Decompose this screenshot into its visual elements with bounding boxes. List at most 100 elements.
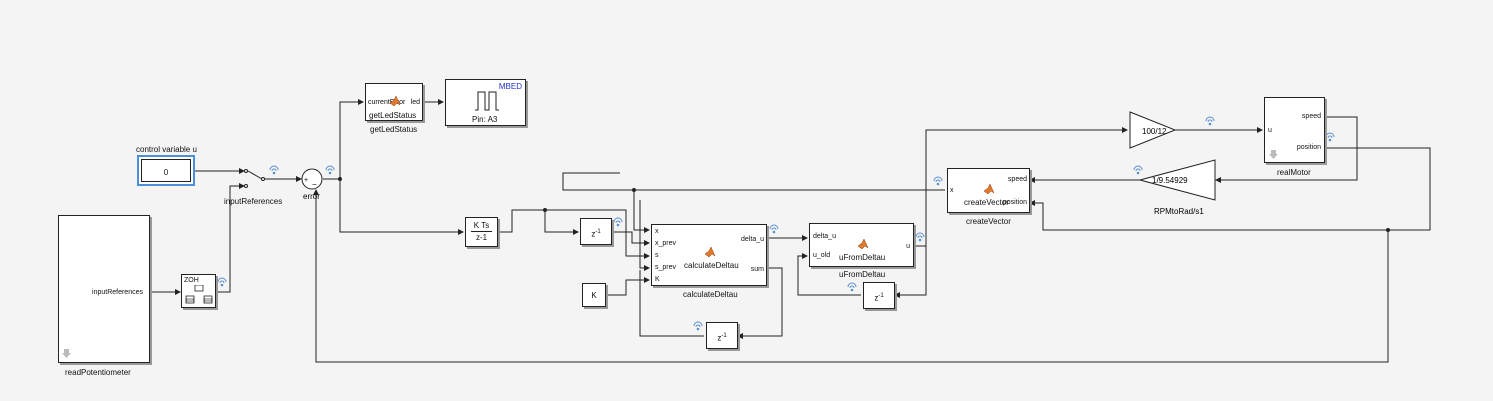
line-sprev — [639, 200, 650, 271]
branch-point-x — [632, 188, 636, 192]
constant-k-label: K — [591, 291, 597, 300]
control-variable-title: control variable u — [136, 145, 197, 154]
branch-point-error — [338, 177, 342, 181]
matlab-function-icon — [983, 183, 995, 195]
gain-100-12-block[interactable] — [1129, 111, 1177, 149]
ufrom-deltau-name: uFromDeltau — [839, 270, 886, 279]
line-position-to-createvector — [1029, 200, 1388, 231]
line-position-feedback — [313, 189, 1389, 363]
unit-delay-3-block[interactable]: z-1 — [706, 322, 738, 349]
constant-k-block[interactable]: K — [582, 283, 606, 307]
signal-logging-icon — [769, 224, 779, 234]
calculate-deltau-port-x: x — [655, 228, 659, 235]
calculate-deltau-port-k: K — [655, 276, 660, 283]
line-to-delay1 — [544, 210, 579, 235]
get-led-status-port-in: currentError — [368, 99, 406, 106]
signal-logging-icon — [915, 232, 925, 242]
integrator-fraction-bar — [471, 231, 492, 232]
mbed-pin-label: Pin: A3 — [472, 115, 498, 124]
unit-delay-2-block[interactable]: z-1 — [863, 282, 895, 309]
delay2-exponent: -1 — [878, 293, 884, 299]
read-potentiometer-block[interactable]: inputReferences — [58, 215, 150, 363]
branch-point-s — [543, 208, 547, 212]
delay1-exponent: -1 — [595, 229, 601, 235]
create-vector-port-speed: speed — [1007, 176, 1027, 183]
line-to-integrator — [339, 179, 464, 235]
block-menu-arrow-icon — [62, 349, 71, 358]
signal-logging-icon — [613, 217, 623, 227]
branch-point-position — [1386, 228, 1390, 232]
signal-lines — [150, 99, 1431, 363]
create-vector-block[interactable]: x speed position createVector — [947, 168, 1030, 213]
sum-block[interactable] — [301, 168, 323, 190]
sum-minus: − — [312, 180, 317, 189]
matlab-function-icon — [857, 238, 869, 250]
discrete-integrator-block[interactable]: K Ts z-1 — [465, 217, 498, 247]
get-led-status-port-out: led — [410, 99, 420, 106]
line-delay1-to-sprev — [612, 231, 650, 246]
calculate-deltau-port-sum: sum — [750, 266, 764, 273]
calculate-deltau-port-x-prev: x_prev — [655, 240, 677, 247]
line-position — [1325, 147, 1431, 231]
ufrom-deltau-block[interactable]: delta_u u_old u uFromDeltau — [809, 223, 914, 267]
input-references-switch-name[interactable]: inputReferences — [224, 197, 283, 206]
switch-contact-bottom — [244, 184, 248, 188]
signal-logging-icon — [933, 176, 943, 186]
calculate-deltau-port-s-prev: s_prev — [655, 264, 677, 271]
block-menu-arrow-icon — [1269, 150, 1278, 159]
real-motor-port-position: position — [1296, 144, 1321, 151]
delay3-label: z — [717, 333, 722, 343]
pulse-icon — [475, 91, 499, 111]
zoh-block[interactable]: ZOH — [181, 274, 216, 308]
signal-logging-icon — [1205, 116, 1215, 126]
zoh-icon — [185, 285, 213, 304]
create-vector-port-x: x — [950, 187, 954, 194]
calculate-deltau-port-s: s — [655, 252, 659, 259]
line-u-to-gain — [925, 127, 1128, 246]
matlab-function-icon — [389, 95, 401, 107]
line-to-getled — [339, 99, 364, 179]
mbed-digital-out-block[interactable]: MBED Pin: A3 — [445, 79, 526, 126]
line-integrator-to-s — [498, 209, 650, 259]
line-zoh-to-switch — [216, 183, 245, 293]
sum-name: error — [303, 192, 320, 201]
calculate-deltau-block[interactable]: x x_prev s s_prev K delta_u sum calculat… — [651, 224, 767, 286]
delay2-label: z — [874, 293, 879, 303]
line-x-feedback — [633, 189, 945, 233]
signal-logging-icon — [693, 321, 703, 331]
switch-pivot — [261, 177, 265, 181]
control-variable-block[interactable]: 0 — [137, 155, 195, 186]
line-x-loop — [562, 172, 634, 191]
signal-logging-icon — [1133, 165, 1143, 175]
calculate-deltau-inner: calculateDeltau — [684, 261, 739, 270]
zoh-label: ZOH — [184, 277, 199, 284]
signal-logging-icon — [325, 165, 335, 175]
signal-logging-icon — [217, 277, 227, 287]
integrator-denominator: z-1 — [475, 233, 488, 242]
line-uold — [797, 253, 861, 296]
matlab-function-icon — [704, 246, 716, 258]
gain-rpm-block[interactable] — [1138, 159, 1216, 201]
signal-logging-icons — [217, 116, 1335, 331]
get-led-status-block[interactable]: currentError led getLedStatus — [365, 83, 423, 121]
line-k — [606, 277, 650, 296]
real-motor-port-u: u — [1268, 127, 1272, 134]
sum-plus: + — [304, 177, 308, 184]
get-led-status-name: getLedStatus — [370, 125, 418, 134]
control-variable-value: 0 — [141, 159, 191, 182]
unit-delay-1-block[interactable]: z-1 — [580, 218, 612, 245]
real-motor-block[interactable]: u speed position — [1264, 97, 1325, 163]
line-sum-to-delay3 — [737, 267, 783, 339]
calculate-deltau-name: calculateDeltau — [683, 290, 738, 299]
signal-logging-icon — [1325, 132, 1335, 142]
gain-rpm-name: RPMtoRad/s1 — [1154, 207, 1204, 216]
signal-logging-icon — [847, 282, 857, 292]
read-potentiometer-name: readPotentiometer — [65, 368, 131, 377]
gain-100-12-label: 100/12 — [1142, 127, 1167, 136]
create-vector-name: createVector — [966, 217, 1011, 226]
delay1-label: z — [591, 229, 596, 239]
switch-arm — [247, 170, 263, 180]
ufrom-deltau-inner: uFromDeltau — [839, 253, 886, 262]
gain-rpm-label: 1/9.54929 — [1152, 176, 1188, 185]
